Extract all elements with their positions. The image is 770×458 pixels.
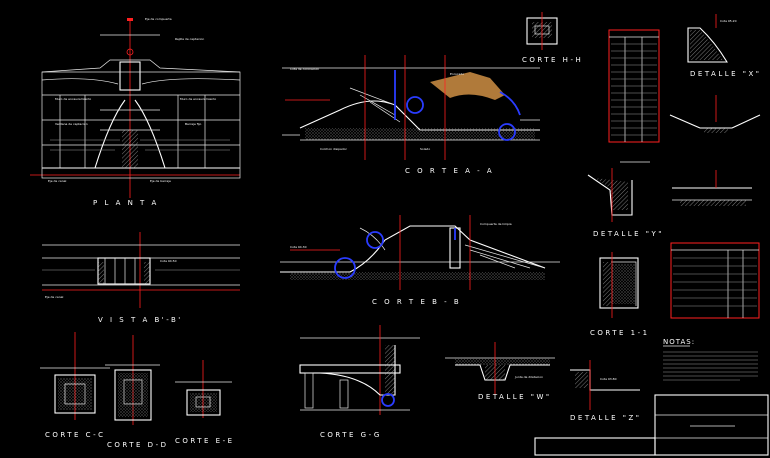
svg-text:Solado: Solado	[420, 147, 430, 151]
corte-dd-title: CORTE D-D	[107, 441, 168, 449]
corte-11-title: CORTE 1-1	[590, 329, 650, 337]
corte-aa-title: C O R T E A - A	[405, 167, 494, 175]
detalle-z-title: DETALLE "Z"	[570, 414, 642, 422]
data-table-1	[608, 29, 660, 143]
svg-text:Cota 93.80: Cota 93.80	[600, 377, 617, 381]
vista-bb-view: Cota 94.50 Eje de canal V I S T A B'-B'	[42, 232, 240, 324]
corte-dd-view: CORTE D-D	[105, 335, 168, 449]
corte-bb-view: Cota 94.30 Compuerta de limpia C O R T E…	[280, 215, 560, 306]
corte-aa-view: Cota de coronacion Enrocado Colchon disi…	[282, 55, 540, 175]
svg-text:Ventana de captacion: Ventana de captacion	[55, 122, 88, 126]
svg-text:Eje de barraje: Eje de barraje	[150, 179, 171, 183]
detalle-z-view: Cota 93.80 DETALLE "Z"	[570, 360, 642, 422]
notas-block: NOTAS:	[663, 338, 758, 381]
data-table-2	[670, 242, 760, 319]
svg-text:Cota de coronacion: Cota de coronacion	[290, 67, 319, 71]
svg-text:Cota 95.20: Cota 95.20	[720, 19, 737, 23]
svg-text:Enrocado: Enrocado	[450, 72, 464, 76]
corte-hh-view: CORTE H-H	[522, 12, 583, 64]
detalle-small-1	[669, 95, 761, 133]
detalle-y-title: DETALLE "Y"	[593, 230, 664, 238]
svg-text:Eje de compuerta: Eje de compuerta	[145, 17, 172, 21]
corte-11-view: CORTE 1-1	[590, 252, 650, 337]
corte-cc-title: CORTE C-C	[45, 431, 105, 439]
corte-bb-title: C O R T E B - B	[372, 298, 461, 306]
detalle-w-view: Junta de dilatacion DETALLE "W"	[445, 342, 555, 401]
svg-text:Cota 94.30: Cota 94.30	[290, 245, 307, 249]
svg-text:Rejilla de captacion: Rejilla de captacion	[175, 37, 204, 41]
svg-text:Cota 94.50: Cota 94.50	[160, 259, 177, 263]
planta-annotations: Muro de encauzamiento Muro de encauzamie…	[48, 17, 216, 183]
detalle-w-title: DETALLE "W"	[478, 393, 552, 401]
svg-text:Muro de encauzamiento: Muro de encauzamiento	[55, 97, 91, 101]
detalle-x-title: DETALLE "X"	[690, 70, 762, 78]
planta-view: Muro de encauzamiento Muro de encauzamie…	[30, 17, 241, 207]
svg-text:Compuerta de limpia: Compuerta de limpia	[480, 222, 512, 226]
svg-text:Colchon disipador: Colchon disipador	[320, 147, 348, 151]
title-block	[534, 394, 769, 456]
corte-ee-view: CORTE E-E	[175, 360, 235, 445]
detalle-y-view: DETALLE "Y"	[587, 161, 664, 238]
corte-hh-title: CORTE H-H	[522, 56, 583, 64]
vista-bb-title: V I S T A B'-B'	[98, 316, 183, 324]
corte-gg-view: CORTE G-G	[299, 325, 420, 439]
detalle-x-view: Cota 95.20 DETALLE "X"	[687, 14, 762, 78]
svg-text:Muro de encauzamiento: Muro de encauzamiento	[180, 97, 216, 101]
corte-cc-view: CORTE C-C	[40, 332, 110, 439]
detalle-small-2	[672, 170, 752, 206]
svg-text:Junta de dilatacion: Junta de dilatacion	[514, 375, 543, 379]
corte-gg-title: CORTE G-G	[320, 431, 382, 439]
svg-text:Eje de canal: Eje de canal	[48, 179, 66, 183]
svg-text:Barraje fijo: Barraje fijo	[185, 122, 202, 126]
corte-ee-title: CORTE E-E	[175, 437, 235, 445]
planta-title: P L A N T A	[93, 199, 159, 207]
svg-text:Eje de canal: Eje de canal	[45, 295, 63, 299]
notas-title: NOTAS:	[663, 338, 695, 346]
